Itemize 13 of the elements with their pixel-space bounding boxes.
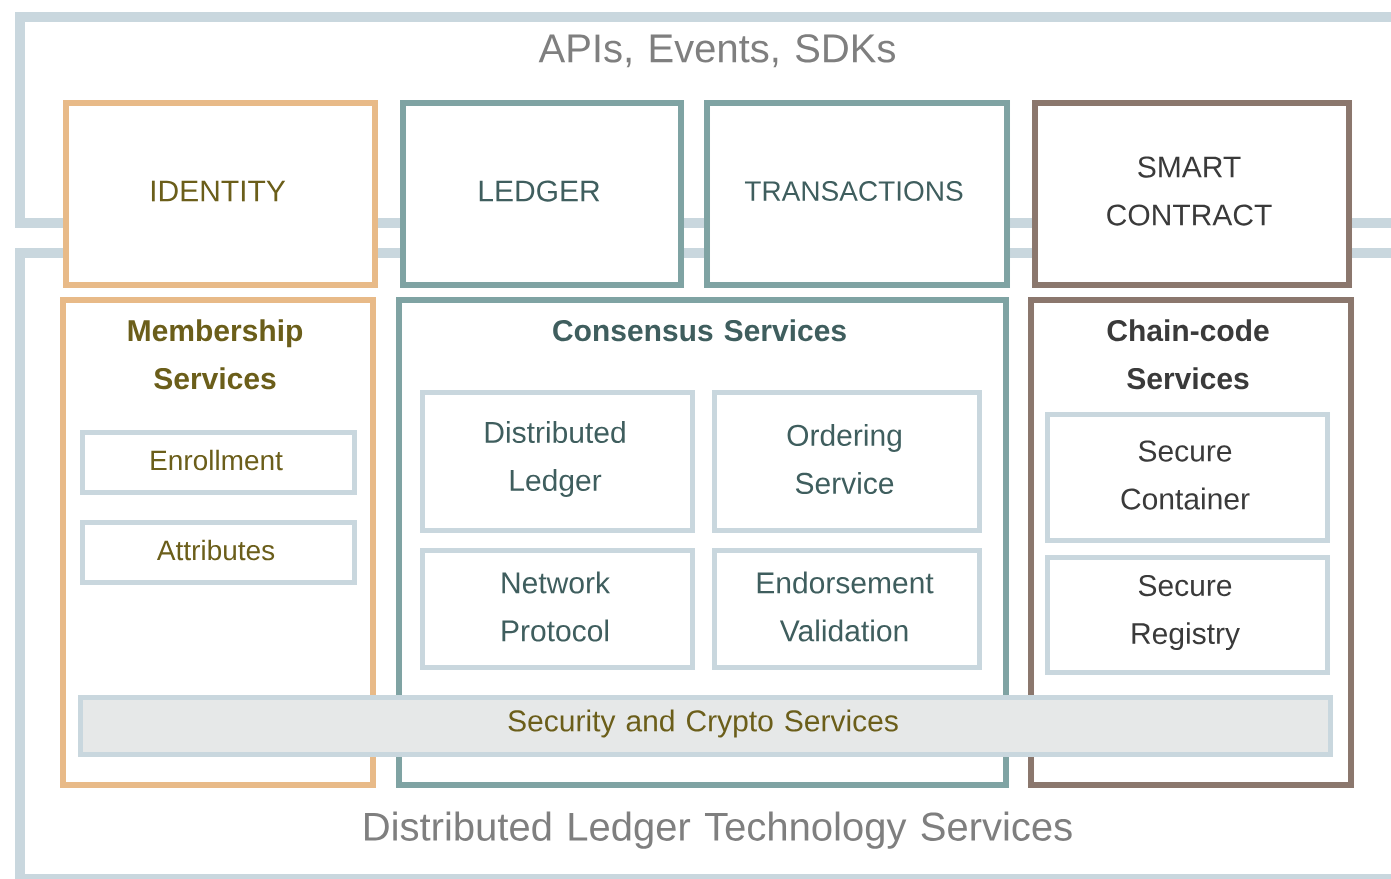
module-box: LEDGER [400,100,684,288]
component-box: Ordering Service [712,390,982,533]
component-box: Secure Container [1045,412,1330,543]
component-box: Secure Registry [1045,555,1330,675]
module-box: SMART CONTRACT [1032,100,1352,288]
component-box: Enrollment [80,430,357,495]
component-box: Endorsement Validation [712,548,982,670]
security-band: Security and Crypto Services [78,695,1333,757]
component-box: Network Protocol [420,548,695,670]
module-box: TRANSACTIONS [704,100,1010,288]
module-box: IDENTITY [63,100,378,288]
component-box: Distributed Ledger [420,390,695,533]
component-box: Attributes [80,520,357,585]
